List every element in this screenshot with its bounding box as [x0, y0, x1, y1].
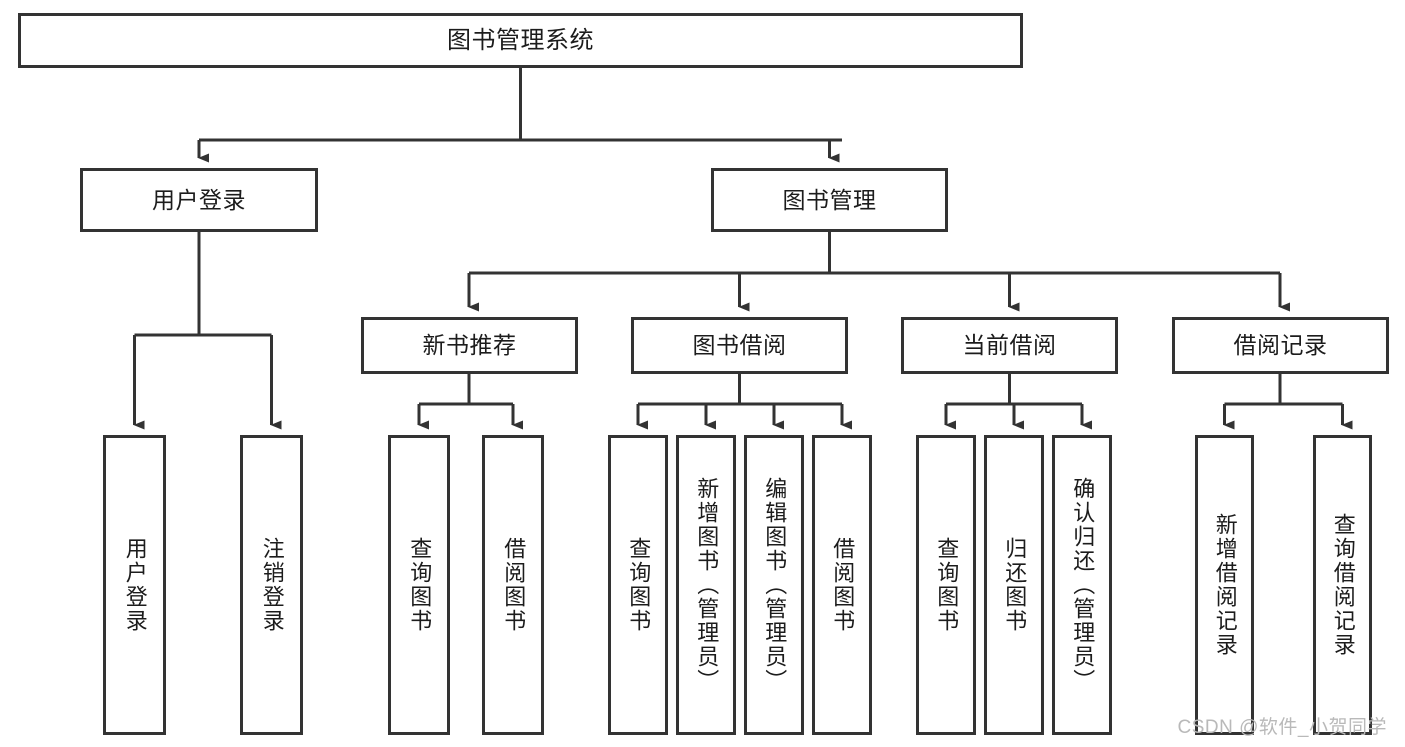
- leaf-query-book-borrowing-label: 查询图书: [626, 537, 652, 633]
- leaf-logout-login-label: 注销登录: [259, 537, 285, 633]
- node-book-management[interactable]: 图书管理: [711, 168, 948, 232]
- node-borrowing-records-label: 借阅记录: [1233, 332, 1328, 359]
- leaf-confirm-return-admin[interactable]: 确认归还（管理员）: [1052, 435, 1112, 735]
- leaf-query-borrowing-record-label: 查询借阅记录: [1330, 513, 1356, 657]
- leaf-borrow-book-new[interactable]: 借阅图书: [482, 435, 544, 735]
- node-book-borrowing[interactable]: 图书借阅: [631, 317, 848, 374]
- leaf-edit-book-admin[interactable]: 编辑图书（管理员）: [744, 435, 804, 735]
- node-current-borrowing[interactable]: 当前借阅: [901, 317, 1118, 374]
- node-book-management-label: 图书管理: [782, 186, 877, 213]
- node-root[interactable]: 图书管理系统: [18, 13, 1023, 68]
- node-root-label: 图书管理系统: [447, 26, 594, 54]
- node-book-borrowing-label: 图书借阅: [692, 332, 787, 359]
- leaf-borrow-book-borrowing-label: 借阅图书: [830, 537, 856, 633]
- leaf-borrow-book-new-label: 借阅图书: [501, 537, 527, 633]
- leaf-return-book[interactable]: 归还图书: [984, 435, 1044, 735]
- leaf-add-book-admin[interactable]: 新增图书（管理员）: [676, 435, 736, 735]
- leaf-query-borrowing-record[interactable]: 查询借阅记录: [1313, 435, 1372, 735]
- watermark-text: CSDN @软件_小贺同学: [1177, 717, 1387, 738]
- leaf-user-login[interactable]: 用户登录: [103, 435, 166, 735]
- leaf-add-borrowing-record-label: 新增借阅记录: [1212, 513, 1238, 657]
- leaf-user-login-label: 用户登录: [122, 537, 148, 633]
- leaf-borrow-book-borrowing[interactable]: 借阅图书: [812, 435, 872, 735]
- leaf-confirm-return-admin-label: 确认归还（管理员）: [1070, 477, 1096, 693]
- node-user-login-label: 用户登录: [152, 186, 246, 213]
- leaf-logout-login[interactable]: 注销登录: [240, 435, 303, 735]
- leaf-query-book-borrowing[interactable]: 查询图书: [608, 435, 668, 735]
- leaf-query-book-current-label: 查询图书: [934, 537, 960, 633]
- leaf-edit-book-admin-label: 编辑图书（管理员）: [762, 477, 788, 693]
- leaf-add-book-admin-label: 新增图书（管理员）: [694, 477, 720, 693]
- leaf-query-book-current[interactable]: 查询图书: [916, 435, 976, 735]
- leaf-return-book-label: 归还图书: [1002, 537, 1028, 633]
- leaf-query-book-new-label: 查询图书: [407, 537, 433, 633]
- node-user-login[interactable]: 用户登录: [80, 168, 318, 232]
- node-new-book-recommendation-label: 新书推荐: [422, 332, 517, 359]
- leaf-add-borrowing-record[interactable]: 新增借阅记录: [1195, 435, 1254, 735]
- node-borrowing-records[interactable]: 借阅记录: [1172, 317, 1389, 374]
- node-new-book-recommendation[interactable]: 新书推荐: [361, 317, 578, 374]
- node-current-borrowing-label: 当前借阅: [962, 332, 1057, 359]
- leaf-query-book-new[interactable]: 查询图书: [388, 435, 450, 735]
